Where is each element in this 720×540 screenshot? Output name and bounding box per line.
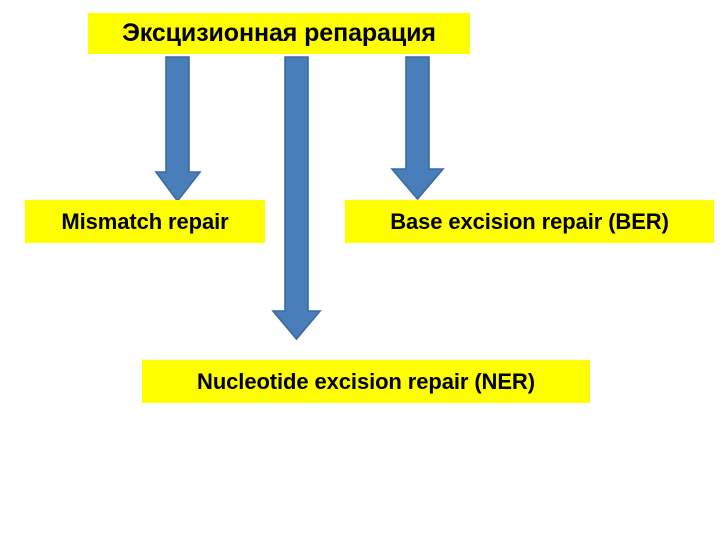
node-mismatch-repair: Mismatch repair [25, 200, 265, 243]
arrow-to-ber-icon [390, 56, 445, 201]
arrow-to-mismatch-icon [154, 56, 202, 203]
page-title: Эксцизионная репарация [88, 13, 470, 54]
node-nucleotide-excision-repair: Nucleotide excision repair (NER) [142, 360, 590, 403]
arrow-to-ner-icon [271, 56, 322, 341]
node-base-excision-repair: Base excision repair (BER) [345, 200, 714, 243]
